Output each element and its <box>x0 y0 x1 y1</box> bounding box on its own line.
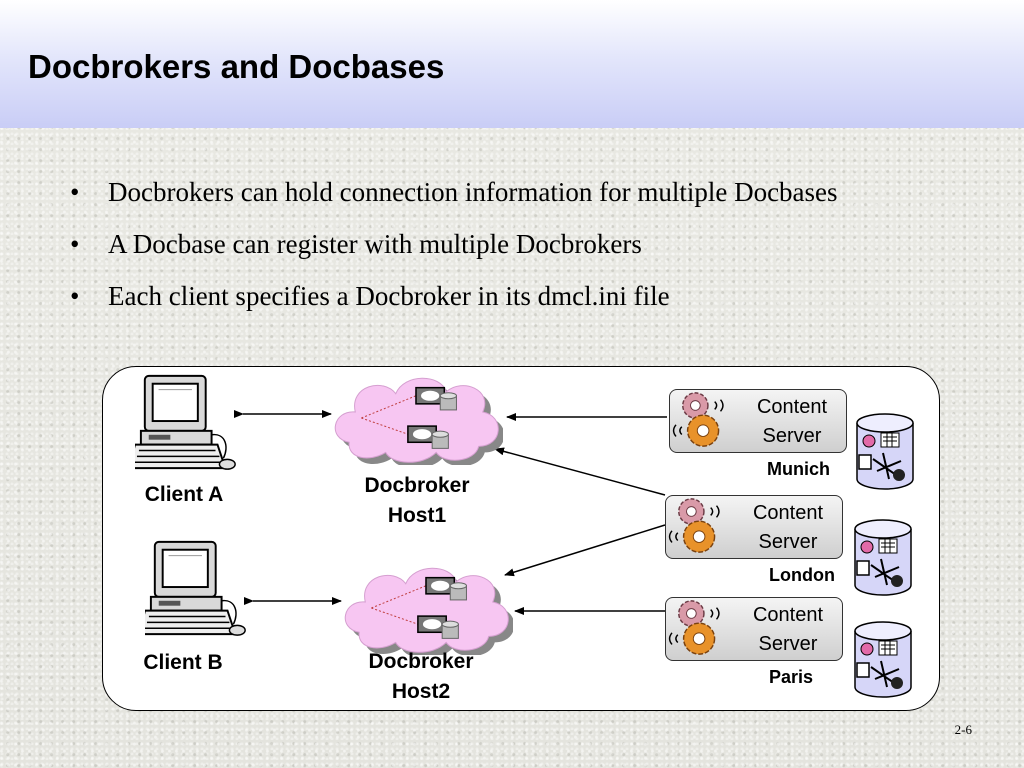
docbroker-host2-line2: Host2 <box>391 680 451 703</box>
bullet-item: • Docbrokers can hold connection informat… <box>70 172 930 212</box>
arrow-london-host2 <box>504 524 666 577</box>
docbroker-host1-line1: Docbroker <box>364 474 470 497</box>
database-cylinder-icon <box>855 413 915 491</box>
bullet-dot: • <box>70 229 80 259</box>
content-server-paris: Content Server <box>665 597 843 661</box>
location-london: London <box>769 565 835 585</box>
content-server-london: Content Server <box>665 495 843 559</box>
gears-icon <box>668 598 736 658</box>
bullet-dot: • <box>70 177 80 207</box>
cloud-network-icon <box>331 369 503 465</box>
gears-icon <box>672 390 740 450</box>
slide-title: Docbrokers and Docbases <box>28 48 445 85</box>
bullet-text: Docbrokers can hold connection informati… <box>108 177 838 207</box>
computer-icon <box>135 373 243 473</box>
content-server-line1: Content <box>756 396 828 418</box>
page-number: 2-6 <box>954 722 972 737</box>
architecture-diagram: Client A Client B Docbroker Host1 Docbro… <box>102 366 940 711</box>
content-server-line2: Server <box>758 531 818 553</box>
arrow-london-host1 <box>494 447 666 496</box>
bullet-list: • Docbrokers can hold connection informat… <box>70 172 930 328</box>
docbroker-host2-line1: Docbroker <box>368 650 474 673</box>
content-server-text: Content Server <box>738 499 838 557</box>
bullet-dot: • <box>70 281 80 311</box>
content-server-line2: Server <box>758 633 818 655</box>
bullet-item: • A Docbase can register with multiple Do… <box>70 224 930 264</box>
computer-icon <box>145 539 253 639</box>
client-a-label: Client A <box>144 483 224 506</box>
content-server-text: Content Server <box>742 393 842 451</box>
bullet-text: Each client specifies a Docbroker in its… <box>108 281 670 311</box>
cloud-network-icon <box>341 559 513 655</box>
gears-icon <box>668 496 736 556</box>
connection-lines <box>234 410 667 615</box>
content-server-line1: Content <box>752 502 824 524</box>
database-cylinder-icon <box>853 519 913 597</box>
location-paris: Paris <box>769 667 814 687</box>
content-server-line1: Content <box>752 604 824 626</box>
docbroker-host2-label: Docbroker Host2 <box>346 647 496 707</box>
title-banner: Docbrokers and Docbases <box>0 0 1024 128</box>
client-b-label: Client B <box>143 651 223 674</box>
location-munich: Munich <box>767 459 830 479</box>
docbroker-host1-label: Docbroker Host1 <box>342 471 492 531</box>
content-server-munich: Content Server <box>669 389 847 453</box>
content-server-line2: Server <box>762 425 822 447</box>
bullet-item: • Each client specifies a Docbroker in it… <box>70 276 930 316</box>
database-cylinder-icon <box>853 621 913 699</box>
content-server-text: Content Server <box>738 601 838 659</box>
bullet-text: A Docbase can register with multiple Doc… <box>108 229 642 259</box>
docbroker-host1-line2: Host1 <box>387 504 447 527</box>
